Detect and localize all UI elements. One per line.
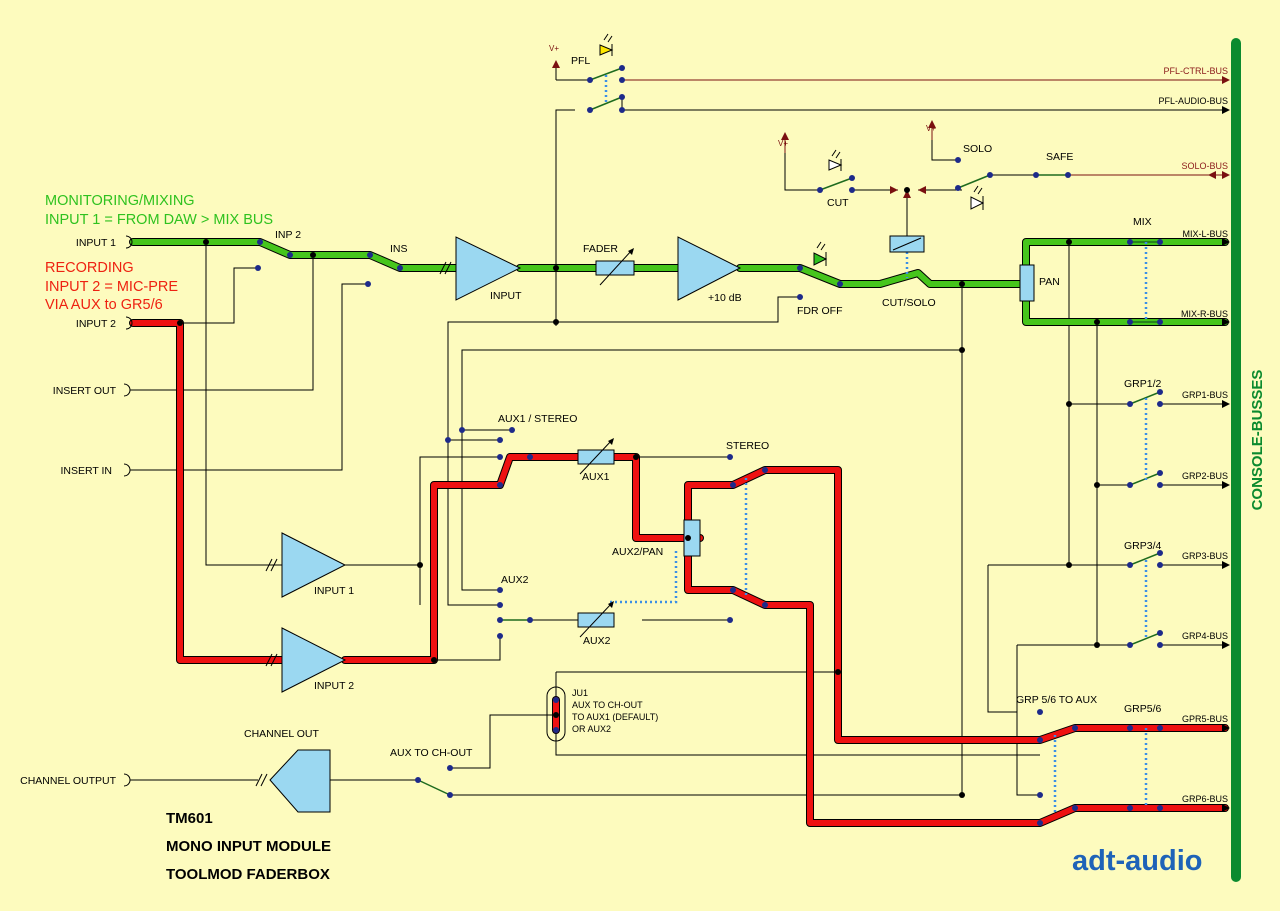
ju1-jumper: [546, 686, 566, 742]
ju1-label-line1: JU1: [572, 688, 588, 698]
pfl-led-icon: [599, 44, 614, 56]
ins-label: INS: [390, 243, 408, 255]
channel-out-label: CHANNEL OUT: [244, 728, 319, 740]
title-line2: MONO INPUT MODULE: [166, 838, 331, 855]
led-indicators: [599, 33, 985, 266]
pfl-audio-bus-label: PFL-AUDIO-BUS: [1158, 96, 1228, 106]
grp3-bus-label: GRP3-BUS: [1182, 551, 1228, 561]
busbar-label: CONSOLE-BUSSES: [1249, 370, 1266, 511]
switch-contacts: [417, 67, 1161, 796]
bus-arrows: [552, 60, 1230, 812]
aux2-pan-label: AUX2/PAN: [612, 546, 663, 558]
input2-label: INPUT 2: [76, 318, 116, 330]
aux2-selector-label: AUX2: [501, 574, 529, 586]
control-wires: [622, 79, 1225, 176]
ju1-label-line3: TO AUX1 (DEFAULT): [572, 712, 658, 722]
insert-out-label: INSERT OUT: [53, 385, 117, 397]
aux1-label: AUX1: [582, 471, 610, 483]
grp2-bus-label: GRP2-BUS: [1182, 471, 1228, 481]
input2-amplifier: [281, 627, 347, 693]
mix-r-bus-label: MIX-R-BUS: [1181, 309, 1228, 319]
mix-label: MIX: [1133, 216, 1152, 228]
input1-label: INPUT 1: [76, 237, 116, 249]
stereo-label: STEREO: [726, 440, 769, 452]
input2-amp-label: INPUT 2: [314, 680, 354, 692]
pfl-ctrl-bus-label: PFL-CTRL-BUS: [1163, 66, 1228, 76]
cut-label: CUT: [827, 197, 849, 209]
fdr-off-label: FDR OFF: [797, 305, 843, 317]
cut-solo-label: CUT/SOLO: [882, 297, 936, 309]
channel-output-label: CHANNEL OUTPUT: [20, 775, 116, 787]
aux2-label: AUX2: [583, 635, 611, 647]
insert-in-label: INSERT IN: [60, 465, 112, 477]
recording-note-line2: INPUT 2 = MIC-PRE: [45, 279, 178, 295]
grp56-to-aux-label: GRP 5/6 TO AUX: [1016, 694, 1097, 706]
pan-label: PAN: [1039, 276, 1060, 288]
safe-label: SAFE: [1046, 151, 1073, 163]
title-line1: TM601: [166, 810, 213, 827]
grp1-bus-label: GRP1-BUS: [1182, 390, 1228, 400]
console-busbar: CONSOLE-BUSSES: [1231, 38, 1266, 882]
fader-label: FADER: [583, 243, 618, 255]
mix-l-bus-label: MIX-L-BUS: [1182, 229, 1228, 239]
adt-audio-logo: adt-audio: [1072, 845, 1203, 877]
aux1-stereo-label: AUX1 / STEREO: [498, 413, 577, 425]
solo-bus-label: SOLO-BUS: [1181, 161, 1228, 171]
monitoring-note-line2: INPUT 1 = FROM DAW > MIX BUS: [45, 212, 273, 228]
channel-out-amplifier: [269, 749, 331, 813]
grp56-label: GRP5/6: [1124, 703, 1162, 715]
aux-to-chout-label: AUX TO CH-OUT: [390, 747, 473, 759]
grp6-bus-label: GRP6-BUS: [1182, 794, 1228, 804]
cut-led-icon: [828, 159, 843, 171]
v-plus-cut: V+: [778, 139, 788, 148]
v-plus-solo: V+: [926, 124, 936, 133]
switch-terminal-dots: [255, 65, 1163, 826]
aux2-pan-pot: [683, 519, 701, 557]
double-slash-marks: [255, 261, 452, 787]
amplifiers: [269, 236, 742, 813]
recording-note-line1: RECORDING: [45, 260, 134, 276]
connector-labels: INPUT 1 INPUT 2 INSERT OUT INSERT IN CHA…: [20, 237, 116, 787]
title-line3: TOOLMOD FADERBOX: [166, 866, 330, 883]
potentiometers: [577, 235, 1035, 638]
ju1-label-line2: AUX TO CH-OUT: [572, 700, 643, 710]
gain-label: +10 dB: [708, 292, 742, 304]
connector-symbols: [123, 235, 133, 787]
monitoring-note-line1: MONITORING/MIXING: [45, 193, 195, 209]
inp2-label: INP 2: [275, 229, 301, 241]
solo-label: SOLO: [963, 143, 992, 155]
input-amplifier: [455, 236, 522, 301]
recording-note-line3: VIA AUX to GR5/6: [45, 297, 163, 313]
recording-signal-path: [129, 319, 1229, 827]
block-labels: INP 2 INS INPUT FADER +10 dB FDR OFF CUT…: [244, 44, 1162, 759]
input1-amplifier: [281, 532, 347, 598]
pfl-label: PFL: [571, 55, 590, 67]
input1-amp-label: INPUT 1: [314, 585, 354, 597]
input-amp-label: INPUT: [490, 290, 522, 302]
logo-text: adt-audio: [1072, 845, 1203, 877]
grp5-bus-label: GPR5-BUS: [1182, 714, 1228, 724]
grp12-label: GRP1/2: [1124, 378, 1162, 390]
solo-led-icon: [970, 196, 985, 210]
grp4-bus-label: GRP4-BUS: [1182, 631, 1228, 641]
v-plus-pfl: V+: [549, 44, 559, 53]
title-block: TM601 MONO INPUT MODULE TOOLMOD FADERBOX: [166, 810, 331, 883]
gain-amplifier: [677, 236, 742, 301]
fader-led-icon: [813, 252, 828, 266]
mechanical-links: [604, 75, 1148, 815]
bus-labels: PFL-CTRL-BUS PFL-AUDIO-BUS SOLO-BUS MIX-…: [1158, 66, 1228, 804]
grp34-label: GRP3/4: [1124, 540, 1162, 552]
junction-dots: [177, 187, 1100, 798]
notes: MONITORING/MIXING INPUT 1 = FROM DAW > M…: [45, 193, 273, 313]
ju1-label-line4: OR AUX2: [572, 724, 611, 734]
pan-pot: [1019, 264, 1035, 302]
